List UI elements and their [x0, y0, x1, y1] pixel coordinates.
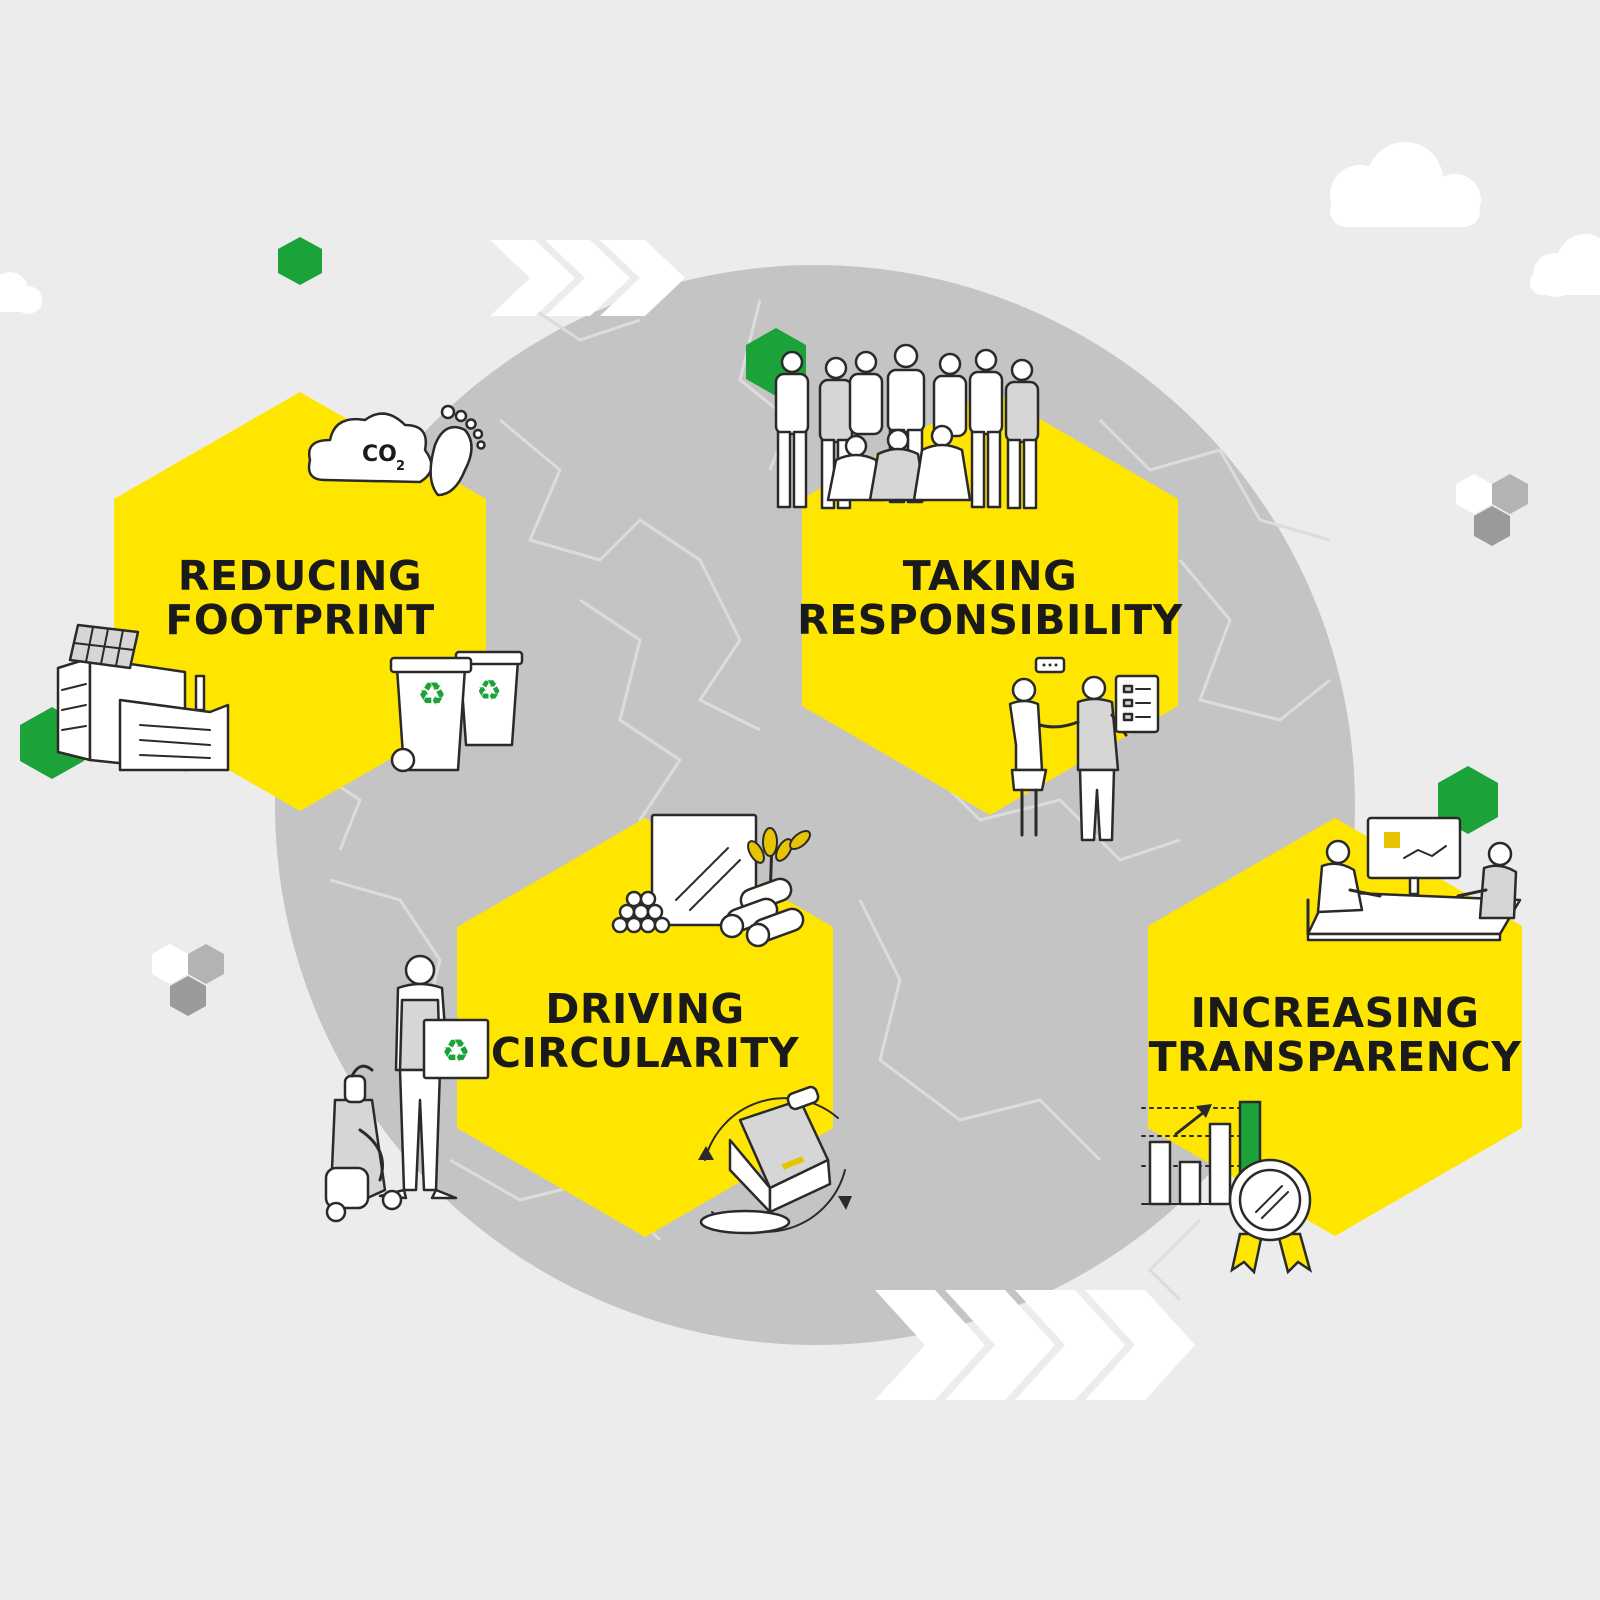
- pillar-title-line2: TRANSPARENCY: [1149, 1033, 1523, 1081]
- cloud-icon: [1330, 142, 1481, 227]
- team-people-icon: [774, 343, 1040, 510]
- recycle-bin-icon: ♻: [454, 650, 524, 747]
- hexagon-cluster-icon: [152, 944, 224, 1016]
- svg-text:♻: ♻: [442, 1032, 471, 1070]
- chevron-arrows-icon: [875, 1290, 1195, 1400]
- footprint-icon: [429, 404, 486, 497]
- pillar-title-line2: RESPONSIBILITY: [797, 596, 1183, 644]
- factory-icon: [56, 656, 230, 772]
- pipe-rolls-icon: [719, 877, 805, 948]
- co2-subscript: 2: [396, 459, 405, 474]
- pillar-title-line1: DRIVING: [545, 985, 744, 1033]
- cloud-icon: [1530, 234, 1600, 297]
- cloud-icon: [0, 272, 42, 314]
- granules-icon: [611, 890, 671, 934]
- green-hexagon: [278, 237, 322, 285]
- scrubber-machine-icon: [698, 1085, 852, 1235]
- chevron-arrows-icon: [490, 240, 685, 316]
- svg-text:♻: ♻: [476, 674, 501, 707]
- pillar-reducing-footprint: REDUCING FOOTPRINT: [114, 392, 486, 811]
- pillar-title-line1: TAKING: [903, 552, 1078, 600]
- hexagon-reducing-footprint: [114, 392, 486, 811]
- svg-text:♻: ♻: [418, 675, 447, 713]
- co2-cloud-icon: CO 2: [307, 412, 433, 484]
- co2-label: CO: [362, 442, 397, 467]
- pillar-title-line1: REDUCING: [178, 552, 422, 600]
- document-icon: [1114, 674, 1160, 734]
- hexagon-cluster-icon: [1456, 474, 1528, 546]
- solar-panel-icon: [68, 623, 140, 670]
- wheat-icon: [747, 827, 811, 902]
- pillar-title-line2: FOOTPRINT: [165, 596, 434, 644]
- recycle-bin-icon: ♻: [389, 656, 473, 773]
- glass-pane-icon: [650, 813, 758, 927]
- meeting-monitor-icon: [1306, 816, 1522, 942]
- pressure-washer-icon: [324, 1064, 403, 1223]
- award-seal-icon: [1228, 1158, 1313, 1275]
- pillar-title-line2: CIRCULARITY: [491, 1029, 800, 1077]
- handshake-icon: [1008, 656, 1128, 842]
- pillar-title-line1: INCREASING: [1191, 989, 1480, 1037]
